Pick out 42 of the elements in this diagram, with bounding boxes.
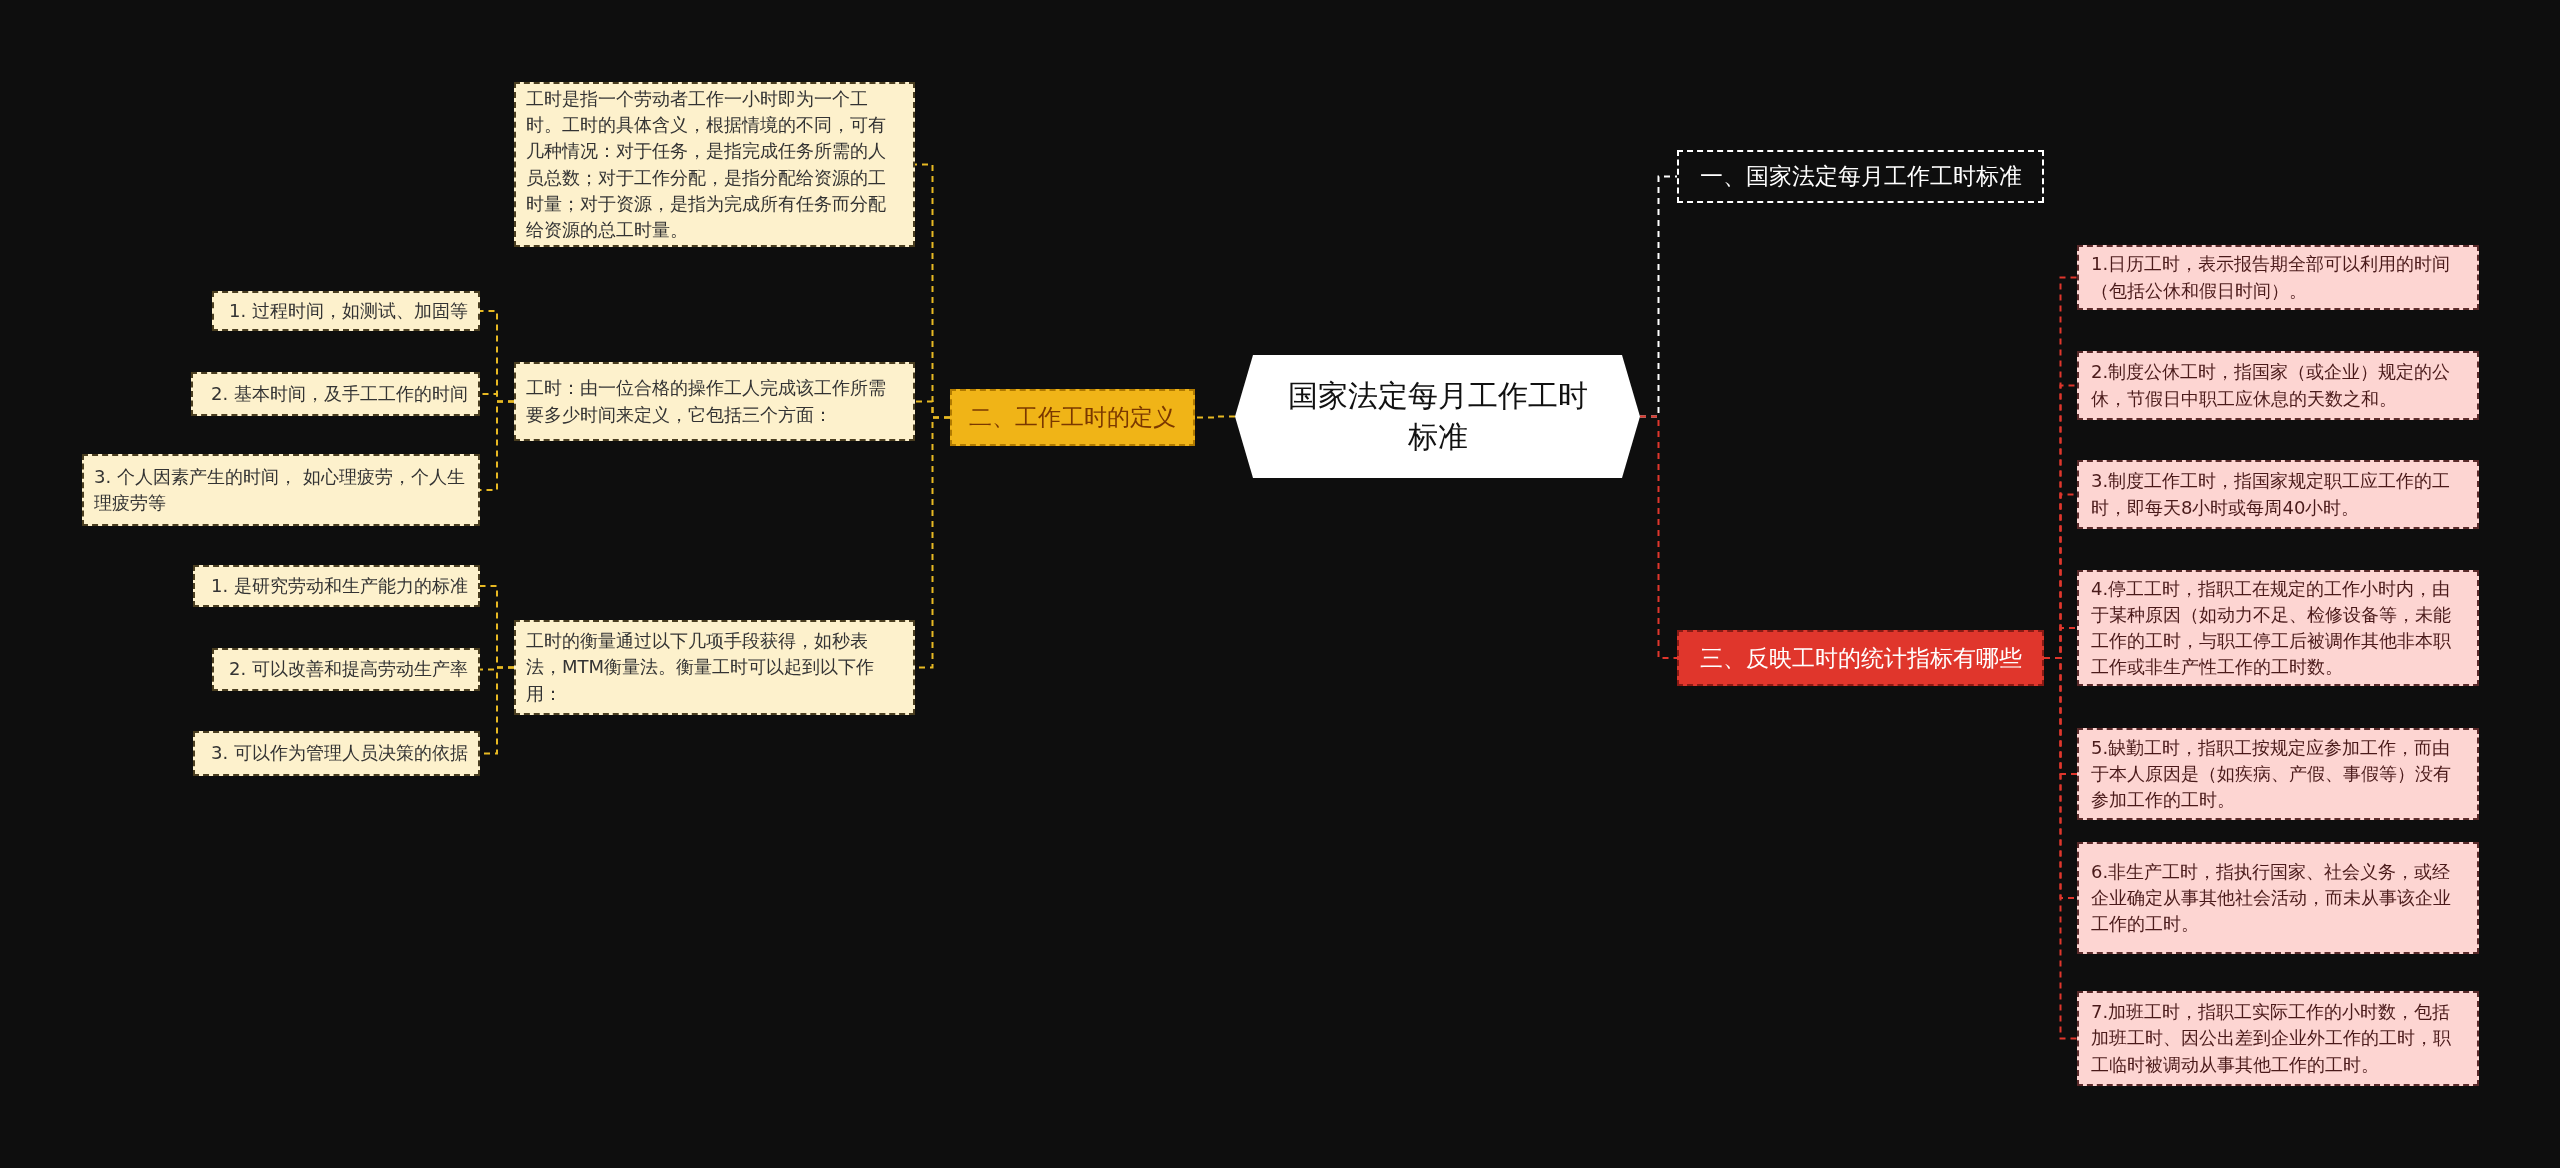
note-box [2077,245,2479,310]
topic-text: 4.停工工时，指职工在规定的工作小时内，由于某种原因（如动力不足、检修设备等，未能工作的工时，与职工停工后被调作其他非本职工作或非生产性工作的工时数。 [2091,576,2452,680]
topic-text: 二、工作工时的定义 [969,403,1176,432]
note-box [2077,570,2479,686]
central-topic [1235,355,1640,478]
note-box [82,454,480,526]
topic-text: 3. 可以作为管理人员决策的依据 [211,741,468,766]
note-box [212,291,480,331]
topic-text: 1. 是研究劳动和生产能力的标准 [211,573,468,598]
note-box [514,82,915,247]
topic-text: 2. 可以改善和提高劳动生产率 [229,657,468,682]
note-box [2077,351,2479,420]
connector-line [1194,415,1236,419]
note-box [2077,991,2479,1086]
branch-topic [950,389,1195,446]
topic-text: 工时：由一位合格的操作工人完成该工作所需要多少时间来定义，它包括三个方面： [526,376,887,427]
note-box [2077,842,2479,954]
topic-text: 3.制度工作工时，指国家规定职工应工作的工时，即每天8小时或每周40小时。 [2091,469,2452,520]
note-box [193,565,480,607]
connector-line [1639,415,1678,659]
topic-text: 工时的衡量通过以下几项手段获得，如秒表法，MTM衡量法。衡量工时可以起到以下作用： [526,629,876,706]
note-box [193,731,480,776]
branch-topic [1677,630,2044,686]
topic-text: 2. 基本时间，及手工工作的时间 [211,381,468,406]
note-box [2077,728,2479,820]
topic-text: 7.加班工时，指职工实际工作的小时数，包括加班工时、因公出差到企业外工作的工时，职工临时被调动从事其他工作的工时。 [2091,1000,2452,1077]
topic-text: 一、国家法定每月工作工时标准 [1699,162,2022,191]
topic-text: 三、反映工时的统计指标有哪些 [1699,643,2022,673]
topic-text: 2.制度公休工时，指国家（或企业）规定的公休，节假日中职工应休息的天数之和。 [2091,360,2452,411]
topic-text: 1. 过程时间，如测试、加固等 [229,298,468,323]
note-box [212,648,480,691]
note-box [191,372,480,416]
note-box [514,362,915,441]
note-box [514,620,915,715]
topic-text: 1.日历工时，表示报告期全部可以利用的时间（包括公休和假日时间）。 [2091,252,2452,303]
topic-text: 5.缺勤工时，指职工按规定应参加工作，而由于本人原因是（如疾病、产假、事假等）没有参加工作的工时。 [2091,735,2452,813]
topic-text: 工时是指一个劳动者工作一小时即为一个工时。工时的具体含义，根据情境的不同，可有几种情况：对于任务，是指完成任务所需的人员总数；对于工作分配，是指分配给资源的工时量；对于资源，是指为完成所有任务而分配给资源的总工时量。 [526,87,887,242]
topic-text: 3. 个人因素产生的时间， 如心理疲劳，个人生理疲劳等 [94,464,466,515]
branch-topic [1677,150,2044,203]
note-box [2077,460,2479,529]
topic-text: 6.非生产工时，指执行国家、社会义务，或经企业确定从事其他社会活动，而未从事该企业工作的工时。 [2091,859,2452,937]
topic-text: 国家法定每月工作工时标准 [1286,377,1589,456]
